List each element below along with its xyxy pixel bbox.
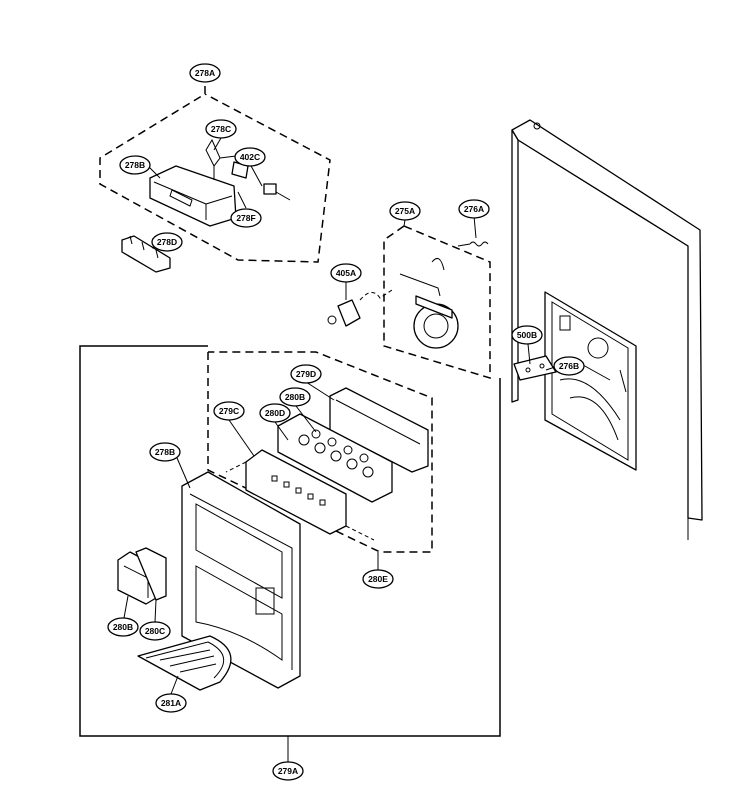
part-label-276B: 276B	[553, 356, 585, 376]
part-label-278F-text: 278F	[236, 213, 255, 223]
part-label-276B-text: 276B	[559, 361, 579, 371]
dispenser-assembly-group	[79, 345, 501, 737]
part-label-278B-main: 278B	[149, 442, 181, 462]
part-label-278B-top-text: 278B	[125, 160, 145, 170]
part-label-278F: 278F	[230, 208, 262, 228]
part-label-275A: 275A	[389, 201, 421, 221]
part-label-278C-text: 278C	[211, 124, 231, 134]
part-label-280D-text: 280D	[265, 408, 285, 418]
part-label-280B-bottom: 280B	[107, 617, 139, 637]
drip-tray	[137, 635, 232, 691]
part-label-405A: 405A	[330, 263, 362, 283]
part-label-405A-text: 405A	[336, 268, 356, 278]
part-label-278A-text: 278A	[195, 68, 215, 78]
part-label-278A: 278A	[189, 63, 221, 83]
part-label-402C-text: 402C	[240, 152, 260, 162]
part-label-280C-text: 280C	[145, 626, 165, 636]
part-label-279D-text: 279D	[296, 369, 316, 379]
part-label-279A-text: 279A	[278, 766, 298, 776]
part-label-280B-top-text: 280B	[285, 392, 305, 402]
part-label-276A: 276A	[458, 199, 490, 219]
part-label-278C: 278C	[205, 119, 237, 139]
part-label-280D: 280D	[259, 403, 291, 423]
part-label-280E: 280E	[362, 569, 394, 589]
dispenser-cover	[117, 547, 167, 605]
part-label-279D: 279D	[290, 364, 322, 384]
part-label-280C: 280C	[139, 621, 171, 641]
part-label-275A-text: 275A	[395, 206, 415, 216]
part-label-280B-bottom-text: 280B	[113, 622, 133, 632]
part-label-280E-text: 280E	[368, 574, 388, 584]
part-label-280B-top: 280B	[279, 387, 311, 407]
water-valve	[327, 289, 393, 327]
part-label-281A-text: 281A	[161, 698, 181, 708]
actuator-assembly-group	[383, 225, 491, 380]
part-label-278B-top: 278B	[119, 155, 151, 175]
part-label-281A: 281A	[155, 693, 187, 713]
part-label-278D-text: 278D	[157, 237, 177, 247]
part-label-402C: 402C	[234, 147, 266, 167]
part-label-279C-text: 279C	[219, 406, 239, 416]
leader-lines	[123, 137, 559, 762]
ice-chute-assembly-group	[99, 86, 331, 273]
part-label-279A: 279A	[272, 761, 304, 781]
part-label-278B-main-text: 278B	[155, 447, 175, 457]
part-label-500B-text: 500B	[517, 330, 537, 340]
control-panel-group	[207, 351, 433, 553]
refrigerator-door	[511, 119, 703, 540]
part-label-279C: 279C	[213, 401, 245, 421]
part-label-276A-text: 276A	[464, 204, 484, 214]
part-label-500B: 500B	[511, 325, 543, 345]
dispenser-front-frame	[181, 471, 301, 689]
part-label-278D: 278D	[151, 232, 183, 252]
mounting-bracket	[513, 355, 557, 381]
